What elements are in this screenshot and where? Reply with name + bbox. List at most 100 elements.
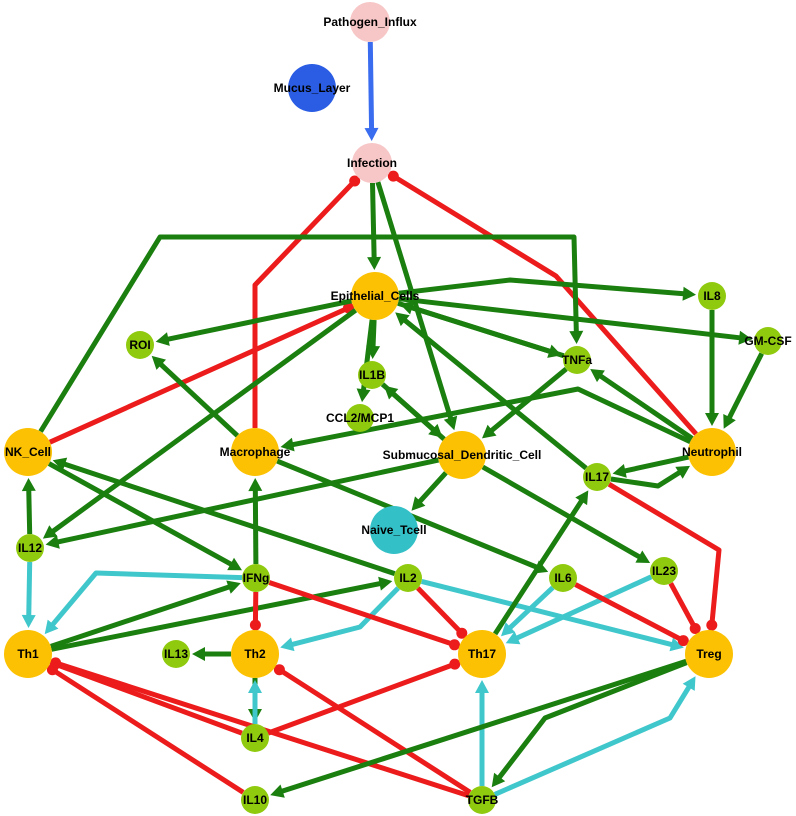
inhibition-end-marker bbox=[249, 619, 261, 631]
arrowhead bbox=[44, 619, 59, 635]
arrowhead bbox=[682, 286, 696, 301]
arrowhead bbox=[364, 127, 379, 141]
edge-layer bbox=[21, 41, 764, 799]
node-gm-csf[interactable]: GM-CSF bbox=[744, 327, 792, 355]
node-label: IL17 bbox=[585, 470, 609, 484]
node-il17[interactable]: IL17 bbox=[583, 463, 611, 491]
arrowhead bbox=[635, 550, 651, 563]
node-circle bbox=[754, 327, 782, 355]
node-submucosal-dendritic-cell[interactable]: Submucosal_Dendritic_Cell bbox=[383, 431, 542, 479]
node-circle bbox=[231, 428, 279, 476]
node-circle bbox=[16, 534, 44, 562]
edge-line bbox=[574, 582, 685, 643]
node-il4[interactable]: IL4 bbox=[241, 724, 269, 752]
edge-line bbox=[416, 586, 464, 635]
edge-line bbox=[60, 460, 396, 576]
edge-line bbox=[53, 457, 440, 546]
node-th2[interactable]: Th2 bbox=[231, 630, 279, 678]
edge-tnfa-to-epithelial-cells bbox=[399, 301, 565, 359]
node-label: Th2 bbox=[244, 647, 266, 661]
node-circle bbox=[4, 428, 52, 476]
arrowhead bbox=[723, 414, 736, 429]
edge-line bbox=[493, 496, 586, 636]
arrowhead bbox=[738, 330, 753, 345]
edge-line bbox=[610, 468, 684, 489]
node-il12[interactable]: IL12 bbox=[16, 534, 44, 562]
node-macrophage[interactable]: Macrophage bbox=[220, 428, 291, 476]
edge-ifng-to-th2 bbox=[249, 591, 261, 631]
edge-il12-to-th1 bbox=[21, 561, 36, 628]
node-circle bbox=[241, 786, 269, 814]
arrowhead bbox=[399, 301, 415, 315]
node-ifng[interactable]: IFNg bbox=[242, 564, 270, 592]
edge-line bbox=[607, 482, 722, 626]
node-circle bbox=[698, 282, 726, 310]
node-il13[interactable]: IL13 bbox=[162, 640, 190, 668]
node-treg[interactable]: Treg bbox=[685, 630, 733, 678]
edge-line bbox=[400, 316, 588, 471]
node-circle bbox=[231, 630, 279, 678]
node-il2[interactable]: IL2 bbox=[394, 564, 422, 592]
arrowhead bbox=[428, 423, 443, 438]
node-label: Infection bbox=[347, 156, 397, 170]
inhibition-end-marker bbox=[689, 623, 701, 634]
node-il1b[interactable]: IL1B bbox=[358, 361, 386, 389]
edge-line bbox=[380, 382, 438, 434]
inhibition-end-marker bbox=[449, 639, 460, 651]
edge-infection-to-epithelial-cells bbox=[367, 182, 382, 270]
edge-neutrophil-to-infection bbox=[387, 170, 698, 436]
node-il8[interactable]: IL8 bbox=[698, 282, 726, 310]
inhibition-end-marker bbox=[349, 175, 361, 187]
node-label: Naive_Tcell bbox=[361, 523, 426, 537]
edge-line bbox=[493, 682, 693, 797]
node-naive-tcell[interactable]: Naive_Tcell bbox=[361, 506, 427, 554]
edge-line bbox=[398, 296, 744, 341]
node-mucus-layer[interactable]: Mucus_Layer bbox=[274, 64, 351, 112]
node-th17[interactable]: Th17 bbox=[458, 630, 506, 678]
node-infection[interactable]: Infection bbox=[347, 143, 397, 183]
node-roi[interactable]: ROI bbox=[126, 331, 154, 359]
node-circle bbox=[352, 143, 392, 183]
edge-line bbox=[26, 486, 33, 535]
edge-line bbox=[512, 574, 653, 642]
node-epithelial-cells[interactable]: Epithelial_Cells bbox=[331, 272, 420, 320]
node-neutrophil[interactable]: Neutrophil bbox=[682, 428, 742, 476]
node-pathogen-influx[interactable]: Pathogen_Influx bbox=[323, 2, 417, 42]
node-tgfb[interactable]: TGFB bbox=[466, 786, 499, 814]
node-il6[interactable]: IL6 bbox=[549, 564, 577, 592]
inhibition-end-marker bbox=[273, 664, 285, 676]
node-circle bbox=[563, 346, 591, 374]
node-label: TGFB bbox=[466, 793, 499, 807]
node-il23[interactable]: IL23 bbox=[650, 557, 678, 585]
edge-il12-to-nk-cell bbox=[21, 478, 36, 535]
arrowhead bbox=[151, 355, 166, 370]
node-label: IFNg bbox=[243, 571, 270, 585]
arrowhead bbox=[248, 478, 263, 492]
edge-line bbox=[487, 366, 568, 435]
edge-th2-to-il13 bbox=[192, 647, 231, 661]
node-circle bbox=[126, 331, 154, 359]
edge-line bbox=[26, 561, 33, 620]
inhibition-end-marker bbox=[706, 619, 718, 631]
edge-ifng-to-th1 bbox=[44, 570, 243, 635]
arrowhead bbox=[443, 415, 458, 431]
edge-line bbox=[398, 277, 688, 297]
arrowhead bbox=[575, 490, 589, 506]
edge-il4-to-th17 bbox=[267, 658, 461, 736]
node-il10[interactable]: IL10 bbox=[241, 786, 269, 814]
edge-tgfb-to-th17 bbox=[475, 680, 489, 786]
node-tnfa[interactable]: TNFa bbox=[562, 346, 592, 374]
edge-line bbox=[278, 658, 687, 795]
arrowhead bbox=[248, 680, 262, 693]
node-th1[interactable]: Th1 bbox=[4, 630, 52, 678]
node-nk-cell[interactable]: NK_Cell bbox=[4, 428, 52, 476]
node-circle bbox=[370, 506, 418, 554]
edge-line bbox=[163, 298, 353, 343]
edge-il6-to-th17 bbox=[501, 585, 555, 637]
node-label: CCL2/MCP1 bbox=[326, 411, 394, 425]
edge-line bbox=[278, 667, 472, 795]
node-ccl2-mcp1[interactable]: CCL2/MCP1 bbox=[326, 404, 394, 432]
edge-line bbox=[267, 661, 456, 736]
edge-epithelial-cells-to-ccl2-mcp1 bbox=[356, 319, 375, 403]
edge-line bbox=[48, 305, 350, 445]
